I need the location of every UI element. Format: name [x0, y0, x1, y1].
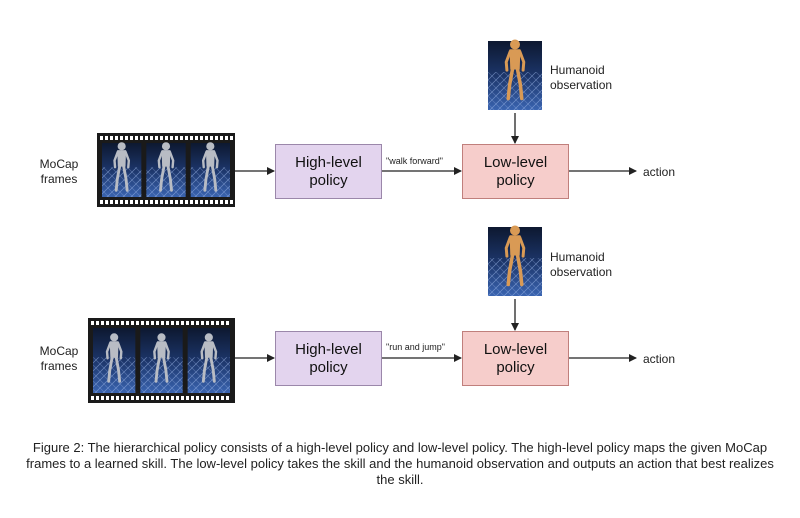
mocap-frame: [140, 328, 183, 393]
mocap-frame: [102, 141, 142, 197]
humanoid-observation-label: Humanoid observation: [550, 63, 613, 92]
high-level-policy-box: High-level policy: [275, 144, 382, 199]
mocap-frames-label: MoCap frames: [39, 157, 79, 186]
skill-label: "walk forward": [386, 156, 443, 166]
film-strip-icon: [88, 318, 235, 403]
high-level-policy-box: High-level policy: [275, 331, 382, 386]
mocap-frames-label: MoCap frames: [39, 344, 79, 373]
mocap-frame: [187, 328, 230, 393]
action-label: action: [643, 165, 676, 179]
low-level-policy-box: Low-level policy: [462, 144, 569, 199]
mocap-frame: [93, 328, 136, 393]
mocap-frame: [190, 141, 230, 197]
humanoid-figure-icon: [488, 38, 542, 110]
mocap-frame: [146, 141, 186, 197]
film-strip-icon: [97, 133, 235, 207]
humanoid-observation-label: Humanoid observation: [550, 250, 613, 279]
skill-label: "run and jump": [386, 342, 445, 352]
action-label: action: [643, 352, 676, 366]
figure-caption: Figure 2: The hierarchical policy consis…: [26, 440, 774, 487]
humanoid-figure-icon: [488, 224, 542, 296]
low-level-policy-box: Low-level policy: [462, 331, 569, 386]
